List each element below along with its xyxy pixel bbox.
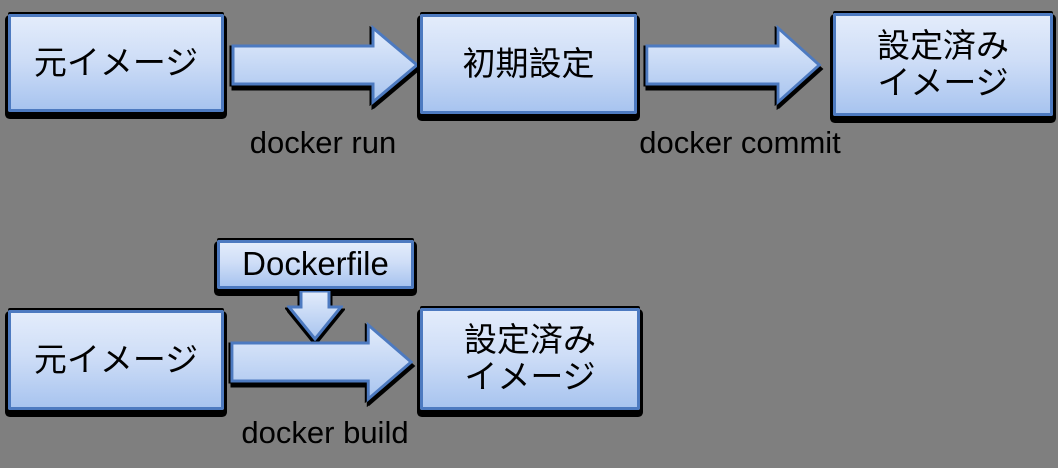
configured-image-label-line1: 設定済み (877, 26, 1009, 64)
configured-image-box-top: 設定済み イメージ (833, 13, 1053, 116)
right-arrow-icon (230, 322, 414, 402)
configured-image-label-line2: イメージ (464, 358, 596, 395)
dockerfile-label: Dockerfile (242, 245, 389, 283)
docker-run-label: docker run (249, 125, 397, 160)
dockerfile-box: Dockerfile (217, 240, 414, 289)
down-arrow-icon (287, 291, 343, 341)
source-image-box-bottom: 元イメージ (8, 310, 224, 410)
right-arrow-icon (645, 25, 822, 105)
right-arrow-icon (231, 25, 420, 105)
configured-image-box-bottom: 設定済み イメージ (420, 308, 640, 410)
docker-commit-label: docker commit (639, 125, 841, 160)
configured-image-label-line1: 設定済み (464, 321, 596, 359)
source-image-box-top: 元イメージ (8, 14, 224, 112)
initial-setup-box: 初期設定 (420, 14, 637, 114)
initial-setup-label: 初期設定 (462, 44, 595, 82)
docker-build-label: docker build (241, 415, 409, 450)
source-image-label: 元イメージ (33, 340, 199, 378)
configured-image-label-line2: イメージ (877, 63, 1009, 101)
source-image-label: 元イメージ (33, 43, 199, 81)
